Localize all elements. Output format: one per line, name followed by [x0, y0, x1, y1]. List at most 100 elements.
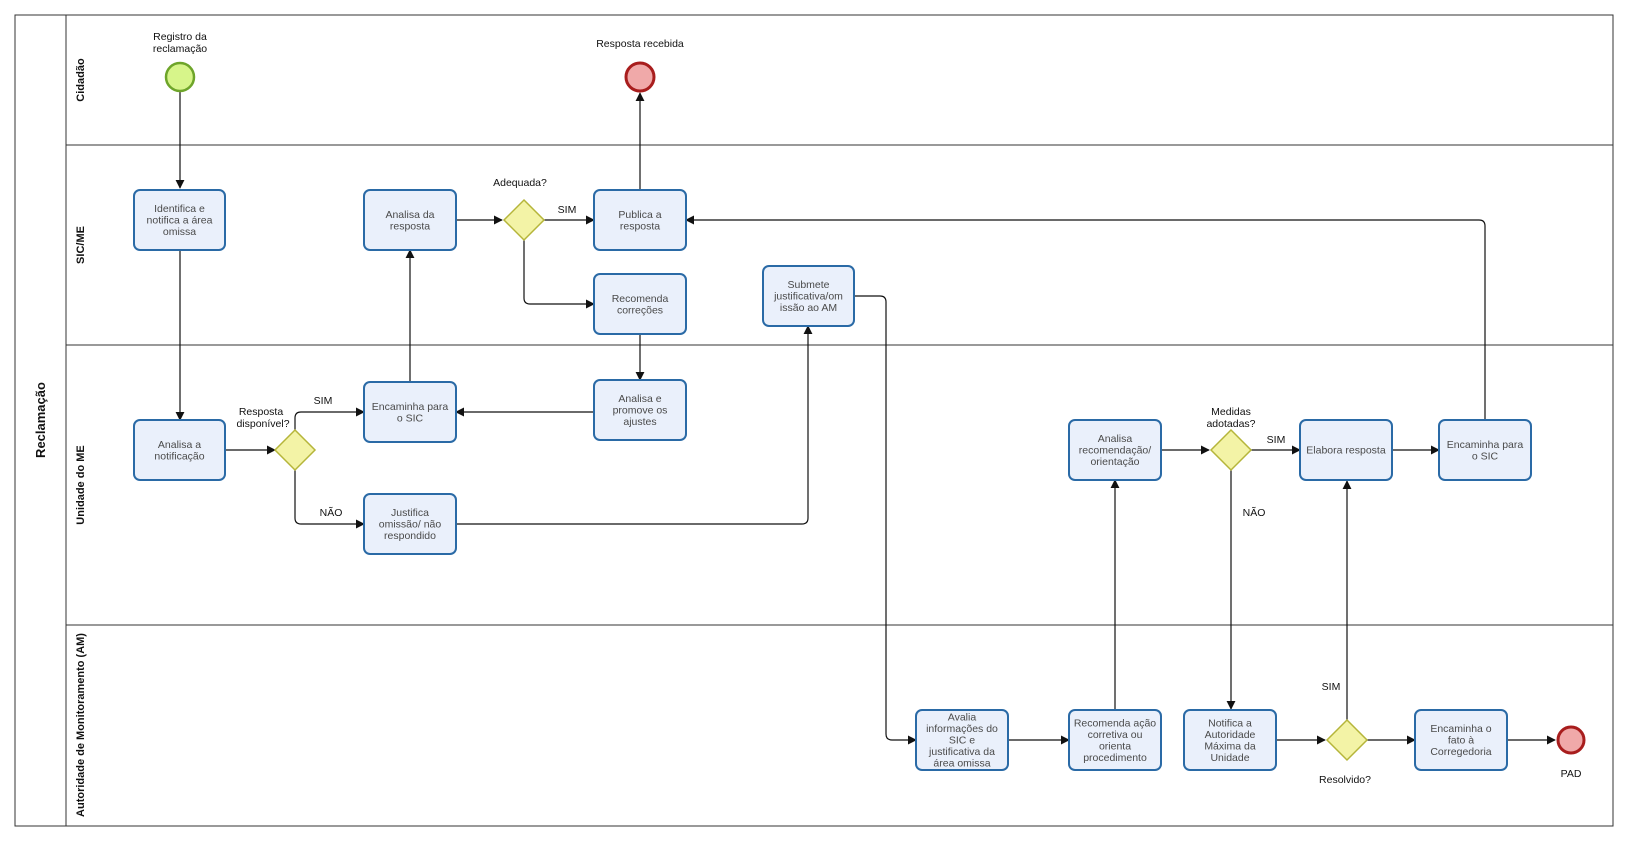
gateway-resposta-label-line-1: Resposta [239, 406, 284, 418]
task-label-line: Justifica [391, 507, 429, 519]
task-box [1299, 419, 1393, 481]
lane-label-cidadao: Cidadão [75, 58, 87, 102]
task-box [363, 189, 457, 251]
task-label-line: omissa [163, 226, 196, 238]
gateway-medidas-label-line-1: Medidas [1211, 406, 1251, 418]
flow-adequada-to-recomenda-correcoes [523, 240, 595, 309]
lane-label-am: Autoridade de Monitoramento (AM) [75, 633, 87, 817]
task-label-line: orientação [1090, 456, 1139, 468]
task-label-line: Encaminha o [1430, 723, 1491, 735]
task-label-line: Analisa da [385, 209, 434, 221]
task-label-line: ajustes [623, 416, 656, 428]
task-label-line: notifica a área [147, 215, 213, 227]
task-box [1183, 709, 1277, 771]
gateway-resolvido: Resolvido? [1319, 718, 1371, 786]
task-label-line: resposta [620, 220, 660, 232]
task-label-line: o SIC [397, 412, 424, 424]
flow-encaminha-sic-to-publica [685, 215, 1486, 420]
task-label-line: correções [617, 304, 663, 316]
task-label-line: Analisa a [158, 439, 201, 451]
lane-label-sic: SIC/ME [75, 226, 87, 264]
task-box [915, 709, 1009, 771]
task-label-line: notificação [154, 450, 204, 462]
end-event-resposta-recebida: Resposta recebida [596, 38, 684, 93]
flow-justifica-to-submete [456, 325, 813, 525]
end-event-pad: PAD [1556, 725, 1586, 780]
task-label-line: fato à [1448, 735, 1474, 747]
gateway-medidas-label-line-2: adotadas? [1206, 418, 1255, 430]
gateway-resposta-disponivel: Resposta disponível? [236, 406, 317, 472]
task-label-line: Identifica e [154, 203, 205, 215]
end-event-label: Resposta recebida [596, 38, 684, 50]
task-label-line: Máxima da [1204, 740, 1256, 752]
task-label-line: o SIC [1472, 450, 1499, 462]
task-label-line: recomendação/ [1079, 445, 1151, 457]
start-event: Registro da reclamação [153, 31, 207, 93]
task-box [1068, 419, 1162, 481]
flow-submete-to-avalia [854, 295, 917, 745]
task-label-line: justificativa da [928, 746, 995, 758]
task-label-line: Unidade [1210, 752, 1249, 764]
task-box [1068, 709, 1162, 771]
gateway-adequada-label: Adequada? [493, 177, 547, 189]
flow-label-sim-adequada: SIM [558, 204, 577, 216]
task-box [133, 189, 226, 251]
flow-gateway-to-justifica [294, 470, 365, 529]
flow-gateway-to-encaminha-sic [294, 407, 365, 430]
task-label-line: Elabora resposta [1306, 445, 1386, 457]
task-box [593, 273, 687, 335]
task-box [593, 379, 687, 441]
start-event-label-line-1: Registro da [153, 31, 207, 43]
lane-label-unidade: Unidade do ME [75, 445, 87, 524]
task-label-line: omissão/ não [379, 519, 442, 531]
task-box [133, 419, 226, 481]
task-label-line: Avalia [948, 712, 977, 724]
task-label-line: resposta [390, 220, 430, 232]
flow-label-nao-medidas: NÃO [1243, 506, 1266, 519]
task-label-line: Publica a [618, 209, 661, 221]
gateway-medidas-adotadas: Medidas adotadas? [1206, 406, 1256, 472]
task-label-line: Analisa [1098, 433, 1133, 445]
task-box [363, 381, 457, 443]
task-label-line: respondido [384, 530, 436, 542]
task-label-line: SIC e [949, 735, 975, 747]
flow-label-sim-resposta: SIM [314, 395, 333, 407]
task-label-line: área omissa [933, 758, 990, 770]
start-event-label-line-2: reclamação [153, 43, 207, 55]
task-box [1414, 709, 1508, 771]
task-label-line: Encaminha para [1447, 439, 1524, 451]
end-event-pad-label: PAD [1561, 768, 1582, 780]
task-label-line: orienta [1099, 740, 1131, 752]
task-label-line: Analisa e [618, 393, 661, 405]
gateway-resposta-label-line-2: disponível? [236, 418, 289, 430]
task-label-line: promove os [613, 405, 668, 417]
flow-label-nao-resposta: NÃO [320, 506, 343, 519]
flow-label-sim-resolvido: SIM [1322, 681, 1341, 693]
task-label-line: Recomenda ação [1074, 717, 1156, 729]
task-label-line: Corregedoria [1430, 746, 1491, 758]
pool-label: Reclamação [33, 382, 48, 458]
task-label-line: procedimento [1083, 752, 1147, 764]
task-label-line: issão ao AM [780, 302, 837, 314]
gateway-adequada: Adequada? [493, 177, 547, 242]
sequence-flows [175, 92, 1556, 745]
task-elabora: Elabora resposta [1299, 419, 1393, 481]
task-label-line: Recomenda [612, 293, 669, 305]
task-label-line: Autoridade [1205, 729, 1256, 741]
task-label-line: informações do [926, 723, 998, 735]
task-box [593, 189, 687, 251]
task-box [363, 493, 457, 555]
